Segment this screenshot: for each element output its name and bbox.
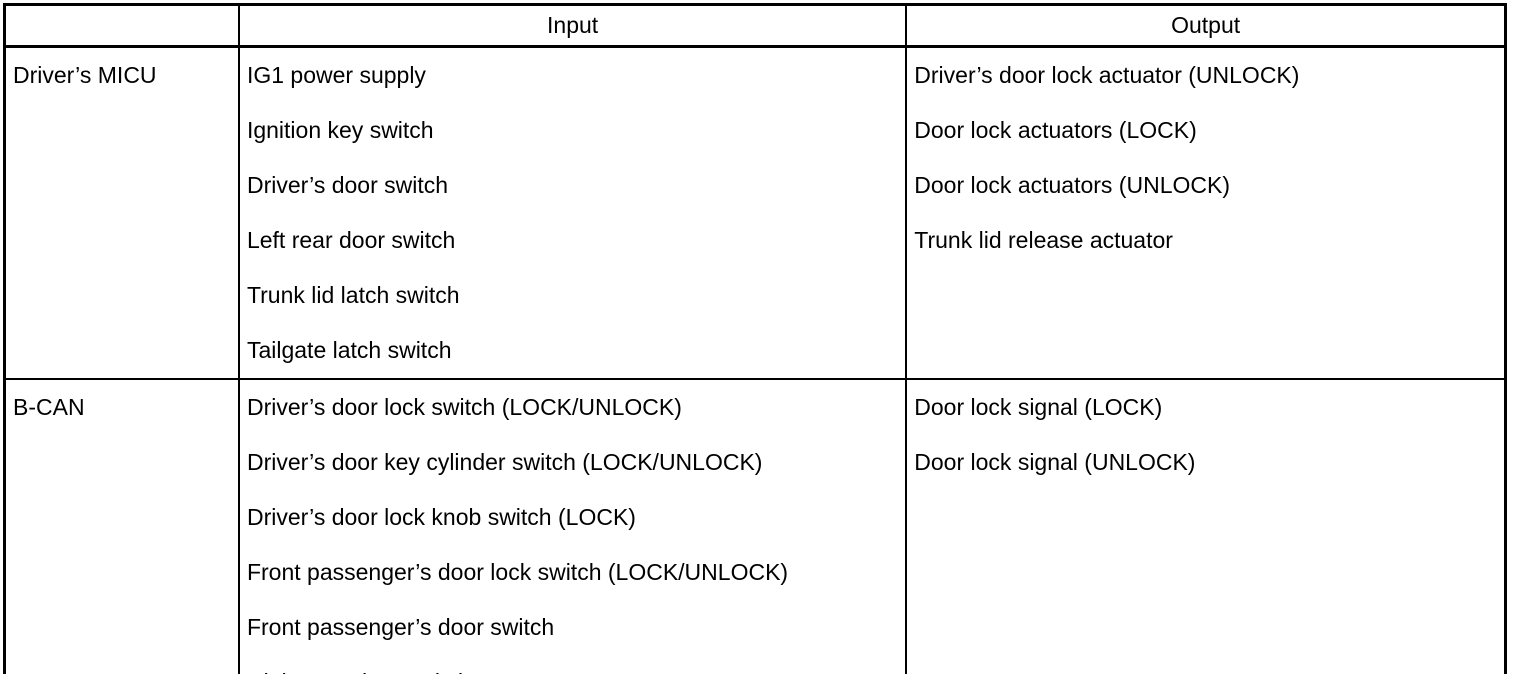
- output-line: Door lock actuators (UNLOCK): [914, 172, 1230, 198]
- input-line: Tailgate latch switch: [246, 337, 452, 363]
- output-line: Door lock actuators (LOCK): [914, 117, 1197, 143]
- table-row: Driver’s MICU IG1 power supply Ignition …: [4, 46, 1506, 380]
- cell-input-list: IG1 power supply Ignition key switch Dri…: [238, 46, 908, 380]
- input-line-group: IG1 power supply Ignition key switch Dri…: [247, 48, 899, 378]
- cell-input-list: Driver’s door lock switch (LOCK/UNLOCK) …: [238, 379, 908, 674]
- cell-system-name: B-CAN: [4, 379, 240, 674]
- table-body: Driver’s MICU IG1 power supply Ignition …: [4, 46, 1506, 674]
- table-header: Input Output: [4, 4, 1506, 48]
- input-line: Front passenger’s door lock switch (LOCK…: [246, 559, 789, 585]
- output-line: Door lock signal (LOCK): [914, 394, 1163, 420]
- input-output-table: Input Output Driver’s MICU IG1 power sup…: [3, 3, 1507, 674]
- input-line: Driver’s door switch: [246, 172, 449, 198]
- input-line: IG1 power supply: [246, 62, 426, 88]
- input-line: Left rear door switch: [246, 227, 456, 253]
- output-line-group: Door lock signal (LOCK) Door lock signal…: [914, 380, 1498, 490]
- input-line: Ignition key switch: [246, 117, 434, 143]
- cell-output-list: Door lock signal (LOCK) Door lock signal…: [906, 379, 1506, 674]
- output-line: Trunk lid release actuator: [914, 227, 1173, 253]
- output-line-group: Driver’s door lock actuator (UNLOCK) Doo…: [914, 48, 1498, 268]
- input-line: Right rear door switch: [247, 655, 899, 674]
- output-line: Driver’s door lock actuator (UNLOCK): [914, 62, 1300, 88]
- header-row: Input Output: [4, 4, 1506, 48]
- input-line: Driver’s door lock knob switch (LOCK): [246, 504, 636, 530]
- output-line: Door lock signal (UNLOCK): [914, 449, 1196, 475]
- input-line: Driver’s door key cylinder switch (LOCK/…: [246, 449, 763, 475]
- input-line: Driver’s door lock switch (LOCK/UNLOCK): [246, 394, 682, 420]
- input-line: Trunk lid latch switch: [246, 282, 460, 308]
- header-cell-system: [4, 4, 240, 48]
- header-cell-output: Output: [906, 4, 1506, 48]
- cell-system-name: Driver’s MICU: [4, 46, 240, 380]
- input-line-group: Driver’s door lock switch (LOCK/UNLOCK) …: [247, 380, 899, 674]
- cell-output-list: Driver’s door lock actuator (UNLOCK) Doo…: [906, 46, 1506, 380]
- table-row: B-CAN Driver’s door lock switch (LOCK/UN…: [4, 379, 1506, 674]
- input-line: Front passenger’s door switch: [246, 614, 555, 640]
- header-cell-input: Input: [238, 4, 908, 48]
